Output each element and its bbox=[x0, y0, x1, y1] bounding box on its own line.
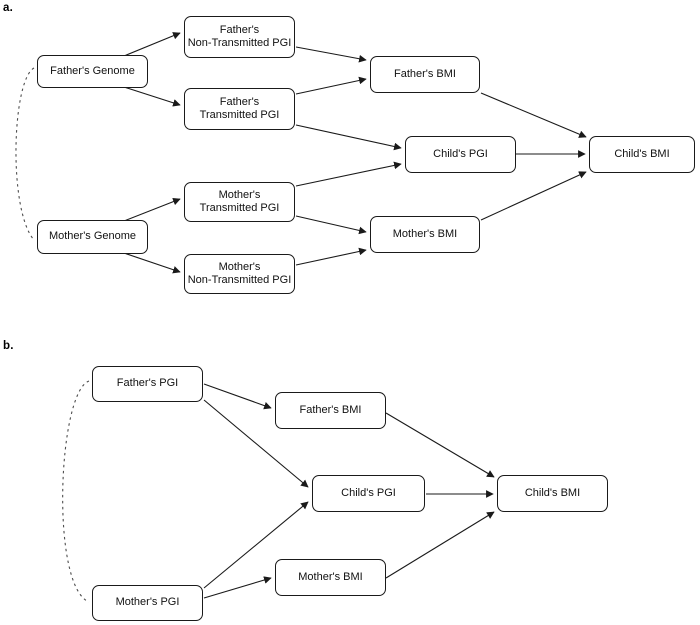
edge-mothers-bmi-to-childs-bmi bbox=[480, 171, 587, 221]
edge-fathers-genome-to-fathers-transmitted-pgi bbox=[123, 86, 181, 107]
edge-dashed-fathers-genome-to-mothers-genome bbox=[15, 67, 35, 241]
edge-b-fathers-pgi-to-childs-pgi bbox=[203, 399, 309, 488]
node-fathers-bmi[interactable]: Father's BMI bbox=[370, 56, 480, 93]
edge-mothers-genome-to-mothers-transmitted-pgi bbox=[123, 197, 181, 222]
node-mothers-non-transmitted-pgi[interactable]: Mother's Non-Transmitted PGI bbox=[184, 254, 295, 294]
node-b-childs-pgi[interactable]: Child's PGI bbox=[312, 475, 425, 512]
node-fathers-genome[interactable]: Father's Genome bbox=[37, 55, 148, 88]
edge-fathers-genome-to-fathers-non-transmitted-pgi bbox=[123, 32, 181, 57]
edge-b-mothers-pgi-to-mothers-bmi bbox=[203, 576, 272, 599]
edge-fathers-transmitted-pgi-to-childs-pgi bbox=[295, 124, 402, 151]
edge-mothers-transmitted-pgi-to-childs-pgi bbox=[295, 161, 402, 187]
edge-fathers-non-transmitted-pgi-to-fathers-bmi bbox=[295, 46, 367, 63]
node-b-mothers-pgi[interactable]: Mother's PGI bbox=[92, 585, 203, 621]
node-b-mothers-bmi[interactable]: Mother's BMI bbox=[275, 559, 386, 596]
node-b-childs-bmi[interactable]: Child's BMI bbox=[497, 475, 608, 512]
node-fathers-transmitted-pgi[interactable]: Father's Transmitted PGI bbox=[184, 88, 295, 130]
edge-b-mothers-bmi-to-childs-bmi bbox=[385, 511, 495, 579]
node-fathers-non-transmitted-pgi[interactable]: Father's Non-Transmitted PGI bbox=[184, 16, 295, 58]
panel-label-b: b. bbox=[3, 340, 14, 352]
node-mothers-genome[interactable]: Mother's Genome bbox=[37, 220, 148, 254]
edge-b-dashed-fathers-pgi-to-mothers-pgi bbox=[62, 380, 90, 603]
node-mothers-transmitted-pgi[interactable]: Mother's Transmitted PGI bbox=[184, 182, 295, 222]
edge-mothers-transmitted-pgi-to-mothers-bmi bbox=[295, 215, 367, 235]
edge-b-fathers-bmi-to-childs-bmi bbox=[385, 412, 495, 478]
node-childs-pgi[interactable]: Child's PGI bbox=[405, 136, 516, 173]
edge-mothers-genome-to-mothers-non-transmitted-pgi bbox=[123, 252, 181, 274]
edge-fathers-bmi-to-childs-bmi bbox=[480, 92, 587, 138]
panel-label-a: a. bbox=[3, 2, 13, 14]
node-b-fathers-bmi[interactable]: Father's BMI bbox=[275, 392, 386, 429]
edge-b-fathers-pgi-to-fathers-bmi bbox=[203, 383, 272, 410]
node-b-fathers-pgi[interactable]: Father's PGI bbox=[92, 366, 203, 402]
node-mothers-bmi[interactable]: Mother's BMI bbox=[370, 216, 480, 253]
edge-fathers-transmitted-pgi-to-fathers-bmi bbox=[295, 76, 367, 95]
node-childs-bmi[interactable]: Child's BMI bbox=[589, 136, 695, 173]
edge-b-mothers-pgi-to-childs-pgi bbox=[203, 501, 309, 589]
edge-mothers-non-transmitted-pgi-to-mothers-bmi bbox=[295, 247, 367, 266]
